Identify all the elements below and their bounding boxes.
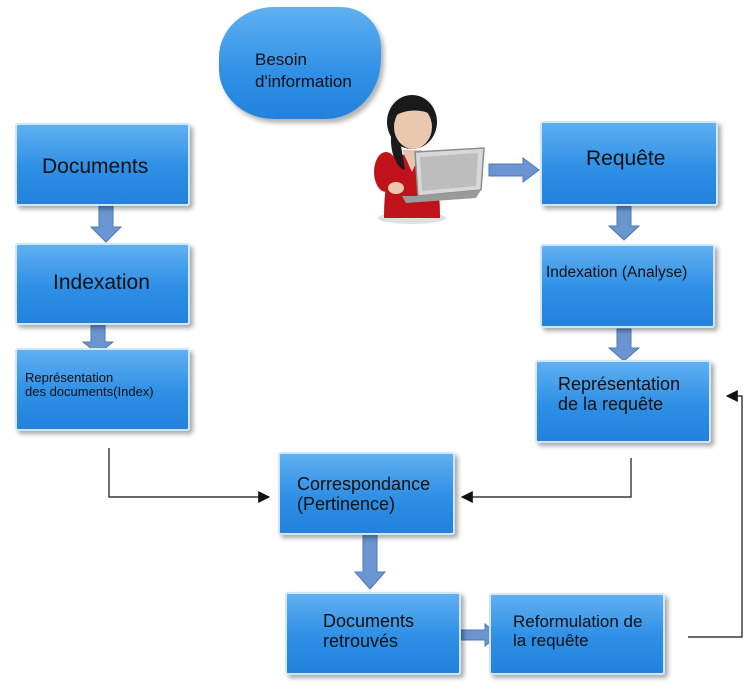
user-laptop-icon (374, 95, 485, 224)
box-representation-requete-label: Représentation de la requête (558, 374, 681, 414)
box-representation-documents: Représentation des documents(Index) (15, 348, 190, 431)
block-arrow-user-requete (488, 157, 540, 183)
box-requete: Requête (540, 121, 718, 206)
bubble-text: Besoin d'information (255, 50, 352, 92)
box-reformulation: Reformulation de la requête (489, 593, 665, 675)
speech-bubble-besoin: Besoin d'information (219, 7, 381, 119)
box-correspondance-label: Correspondance (Pertinence) (297, 474, 431, 514)
box-indexation-analyse-label: Indexation (Analyse) (546, 264, 688, 281)
box-indexation-label: Indexation (53, 271, 150, 294)
box-documents: Documents (15, 123, 190, 206)
box-documents-label: Documents (42, 155, 149, 178)
box-requete-label: Requête (586, 147, 666, 170)
box-indexation-analyse: Indexation (Analyse) (540, 244, 715, 328)
box-indexation: Indexation (15, 243, 190, 325)
box-correspondance: Correspondance (Pertinence) (278, 452, 455, 535)
line-rep-requete-to-correspondance (460, 458, 632, 503)
box-documents-retrouves: Documents retrouvés (285, 592, 461, 675)
line-reformulation-loop (688, 390, 743, 638)
line-rep-docs-to-correspondance (108, 448, 271, 503)
block-arrow-indexation-representation-req (607, 328, 641, 362)
block-arrow-requete-indexation (607, 205, 641, 241)
box-reformulation-label: Reformulation de la requête (513, 612, 643, 650)
box-documents-retrouves-label: Documents retrouvés (323, 611, 415, 651)
box-representation-requete: Représentation de la requête (535, 360, 711, 443)
block-arrow-documents-indexation (89, 205, 123, 243)
block-arrow-correspondance-retrouves (353, 533, 387, 590)
box-representation-documents-label: Représentation des documents(Index) (25, 370, 154, 400)
